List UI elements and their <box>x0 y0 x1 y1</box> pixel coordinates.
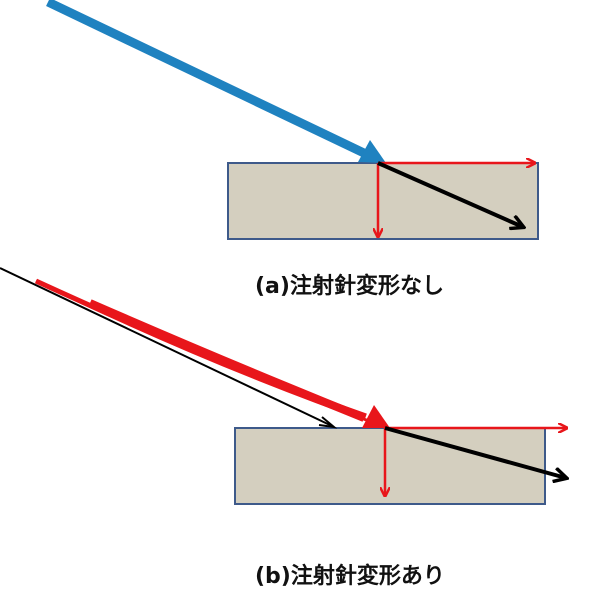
original-trajectory-arrow-b <box>0 267 338 429</box>
tissue-block-a <box>227 162 539 240</box>
diagram-b: (b)注射針変形あり <box>0 267 566 589</box>
needle-path-arrow-b <box>384 426 566 478</box>
caption-a: (a)注射針変形なし <box>255 273 444 299</box>
deformed-needle-arrow-b <box>34 278 390 428</box>
diagram-a: (a)注射針変形なし <box>46 0 539 299</box>
tissue-block-b <box>234 427 546 505</box>
incident-arrow-a <box>46 0 386 163</box>
needle-path-arrow-a <box>377 161 523 227</box>
caption-b: (b)注射針変形あり <box>255 563 445 589</box>
